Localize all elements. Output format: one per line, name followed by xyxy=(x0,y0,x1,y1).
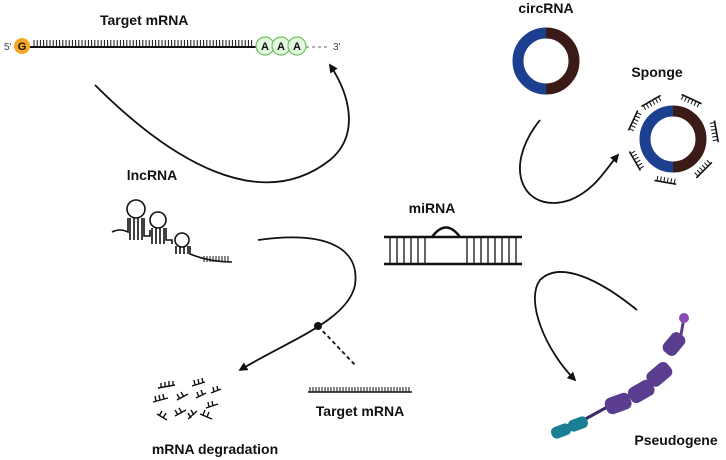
arrow-icon xyxy=(519,119,620,204)
five-prime-label: 5' xyxy=(4,42,12,53)
circrna-ring-icon xyxy=(512,27,580,95)
lncrna-tail-ticks xyxy=(203,256,229,262)
poly-a-label: A xyxy=(261,41,269,53)
target-mrna-bottom-label: Target mRNA xyxy=(316,403,404,419)
pseudogene-label: Pseudogene xyxy=(634,432,717,448)
poly-a-label: A xyxy=(293,41,301,53)
hairpin-icon xyxy=(111,199,233,263)
mrna-degradation-label: mRNA degradation xyxy=(152,441,278,457)
arrow-icon xyxy=(238,236,357,371)
mirna-label: miRNA xyxy=(409,200,456,216)
connector-arrows xyxy=(94,63,638,382)
target-mrna-top-label: Target mRNA xyxy=(100,12,188,28)
mrna-ticks xyxy=(309,387,410,392)
cap-label: G xyxy=(18,41,27,53)
arrow-icon xyxy=(534,271,638,382)
circrna-label: circRNA xyxy=(518,0,573,16)
arrow-icon xyxy=(94,63,350,184)
sponge-bound-mirnas xyxy=(627,93,720,186)
sponge-group: Sponge xyxy=(627,64,720,186)
poly-a-label: A xyxy=(277,41,285,53)
target-mrna-top: Target mRNA 5' G A A A 3' xyxy=(4,12,341,56)
poly-a-tail: A A A xyxy=(255,36,307,56)
three-prime-label: 3' xyxy=(333,42,341,53)
inhibition-dot xyxy=(314,322,322,330)
rna-fragment-icon xyxy=(152,377,222,421)
lncrna-group: lncRNA xyxy=(111,167,233,263)
lncrna-label: lncRNA xyxy=(127,167,178,183)
mirna-group: miRNA xyxy=(384,200,522,266)
pseudogene-group: Pseudogene xyxy=(550,313,718,448)
mrna-degradation-group: mRNA degradation xyxy=(152,377,278,457)
cap-icon xyxy=(14,38,30,54)
circrna-group: circRNA xyxy=(512,0,580,95)
sponge-ring-icon xyxy=(639,105,707,173)
inhibition-line xyxy=(317,325,357,367)
target-mrna-bottom: Target mRNA xyxy=(308,387,412,419)
protein-chain-icon xyxy=(550,313,689,439)
microrna-duplex-icon xyxy=(384,226,522,266)
poly-a-icon xyxy=(287,36,307,56)
sponge-label: Sponge xyxy=(631,64,683,80)
mrna-ticks xyxy=(33,40,253,47)
